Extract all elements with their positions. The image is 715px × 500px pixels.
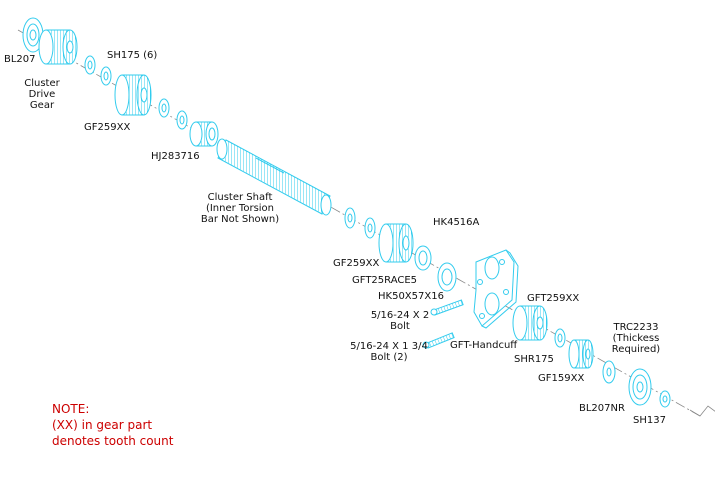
bolt-5-16-24x2 bbox=[430, 299, 464, 316]
label-gf259xx-mid: GF259XX bbox=[333, 258, 380, 269]
label-gf259xx-top: GF259XX bbox=[84, 122, 131, 133]
label-gft25race5: GFT25RACE5 bbox=[352, 275, 418, 286]
label-bl207nr: BL207NR bbox=[579, 403, 625, 414]
label-trc2233: TRC2233 (Thickess Required) bbox=[612, 322, 660, 355]
bearing-hk4516a bbox=[414, 245, 432, 271]
label-cluster-shaft-line3: Bar Not Shown) bbox=[200, 214, 280, 225]
label-gft259xx: GFT259XX bbox=[527, 293, 580, 304]
label-sh137: SH137 bbox=[633, 415, 666, 426]
gear-gf259xx-mid bbox=[378, 223, 414, 263]
label-bolt-long-line1: 5/16-24 X 1 3/4 bbox=[350, 341, 428, 352]
shim-trc2233 bbox=[602, 360, 616, 384]
label-cluster-drive-gear-line3: Gear bbox=[29, 100, 55, 111]
bearing-bl207 bbox=[22, 17, 44, 53]
label-trc2233-line3: Required) bbox=[611, 344, 661, 355]
label-cluster-shaft: Cluster Shaft (Inner Torsion Bar Not Sho… bbox=[201, 192, 279, 225]
axis-break bbox=[689, 405, 715, 417]
label-sh175: SH175 (6) bbox=[107, 50, 158, 61]
label-bolt-short-line1: 5/16-24 X 2 bbox=[370, 310, 430, 321]
label-cluster-shaft-line1: Cluster Shaft bbox=[207, 192, 273, 203]
label-hk4516a: HK4516A bbox=[433, 217, 480, 228]
note-title: NOTE: bbox=[52, 402, 90, 416]
label-bolt-short-line2: Bolt bbox=[390, 321, 410, 332]
washers-sh175-b bbox=[158, 98, 188, 130]
bolt-5-16-24x1-3-4 bbox=[422, 332, 455, 349]
label-trc2233-line2: (Thickess bbox=[612, 333, 660, 344]
washers-shaft-end bbox=[344, 207, 376, 239]
label-gf159xx: GF159XX bbox=[538, 373, 585, 384]
label-bolt-long-line2: Bolt (2) bbox=[370, 352, 408, 363]
note-line-1: (XX) in gear part bbox=[52, 418, 153, 432]
label-cluster-drive-gear-line1: Cluster bbox=[24, 78, 60, 89]
label-cluster-shaft-line2: (Inner Torsion bbox=[205, 203, 275, 214]
bearing-hj283716 bbox=[189, 121, 219, 147]
label-gft-handcuff: GFT-Handcuff bbox=[450, 340, 518, 351]
label-cluster-drive-gear: Cluster Drive Gear bbox=[24, 78, 60, 111]
washers-sh175 bbox=[84, 55, 112, 86]
cluster-drive-gear bbox=[38, 29, 78, 65]
bearing-bl207nr bbox=[628, 368, 652, 406]
label-cluster-drive-gear-line2: Drive bbox=[28, 89, 56, 100]
washer-shr175 bbox=[554, 328, 566, 348]
label-bolt-long: 5/16-24 X 1 3/4 Bolt (2) bbox=[350, 341, 428, 363]
gear-gft259xx bbox=[512, 305, 548, 341]
gear-gf159xx bbox=[568, 339, 594, 369]
label-bl207: BL207 bbox=[4, 54, 36, 65]
gft-handcuff-plate bbox=[473, 249, 519, 329]
label-shr175: SHR175 bbox=[514, 354, 554, 365]
race-gft25race5 bbox=[437, 262, 457, 292]
label-hj283716: HJ283716 bbox=[151, 151, 200, 162]
label-trc2233-line1: TRC2233 bbox=[613, 322, 659, 333]
gear-gf259xx-top bbox=[114, 74, 152, 116]
tooth-count-note: NOTE: (XX) in gear part denotes tooth co… bbox=[52, 401, 173, 449]
washer-sh137 bbox=[659, 390, 671, 408]
label-hk50x57x16: HK50X57X16 bbox=[378, 291, 444, 302]
label-bolt-short: 5/16-24 X 2 Bolt bbox=[371, 310, 429, 332]
cluster-shaft bbox=[216, 138, 332, 216]
note-line-2: denotes tooth count bbox=[52, 434, 174, 448]
